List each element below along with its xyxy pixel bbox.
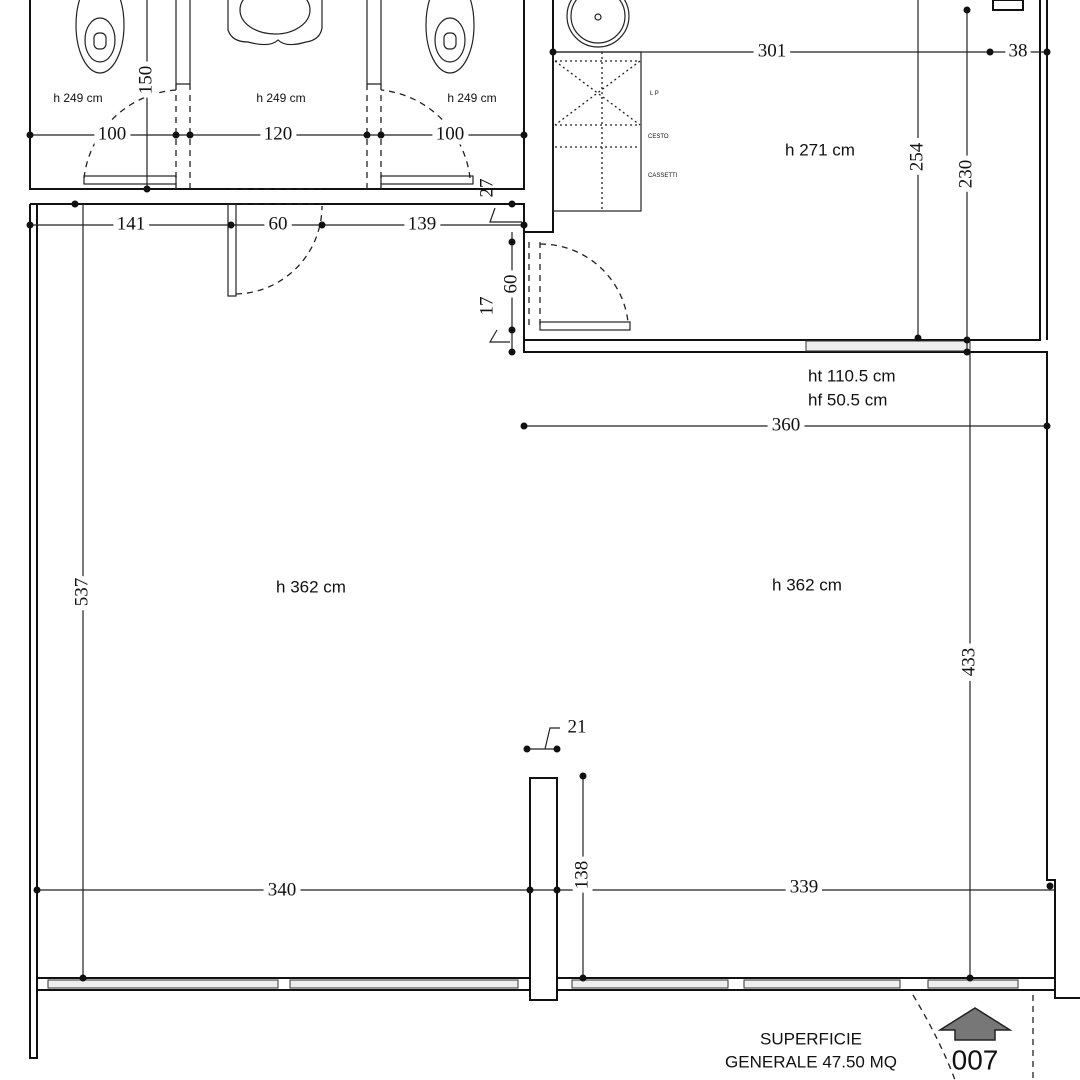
dim-120: 120 — [264, 123, 293, 144]
window-bottom-5 — [927, 979, 1019, 989]
dim-100-left: 100 — [98, 123, 127, 144]
label-cesto: CESTO — [648, 134, 669, 140]
dim-150: 150 — [135, 66, 156, 95]
window-ht: ht 110.5 cm — [808, 366, 896, 385]
bath-center-height: h 249 cm — [256, 91, 305, 105]
dim-339: 339 — [790, 876, 819, 897]
unit-number: 007 — [952, 1044, 999, 1075]
area-label-line1: SUPERFICIE — [760, 1029, 862, 1048]
dim-340: 340 — [268, 879, 297, 900]
room-labels: h 249 cm h 249 cm h 249 cm h 271 cm h 36… — [53, 91, 895, 596]
window-bottom-2 — [289, 979, 519, 989]
laundry-height: h 271 cm — [785, 140, 855, 159]
window-hf: hf 50.5 cm — [808, 390, 887, 409]
doors — [83, 84, 1034, 1080]
dimension-lines — [26, 0, 1055, 982]
dim-139: 139 — [408, 213, 437, 234]
dim-21: 21 — [568, 716, 587, 737]
area-label-line2: GENERALE 47.50 MQ — [725, 1052, 897, 1071]
dim-254: 254 — [906, 142, 927, 171]
laundry-cabinet — [552, 51, 642, 212]
dim-138: 138 — [571, 861, 592, 890]
main-left-height: h 362 cm — [276, 577, 346, 596]
dim-17: 17 — [476, 297, 497, 316]
dim-60-door: 60 — [269, 213, 288, 234]
dim-360: 360 — [772, 414, 801, 435]
entrance-arrow-icon — [937, 1007, 1013, 1041]
window-bottom-4 — [743, 979, 901, 989]
bath-left-height: h 249 cm — [53, 91, 102, 105]
toilet-right-icon — [425, 0, 475, 74]
label-cassetti: CASSETTI — [648, 173, 678, 179]
pillar — [529, 777, 558, 1001]
window-bottom-3 — [571, 979, 729, 989]
dim-433: 433 — [958, 648, 979, 677]
dim-27: 27 — [476, 179, 497, 198]
dim-38: 38 — [1009, 40, 1028, 61]
dimension-labels: 100 120 100 150 141 60 139 27 60 17 301 … — [66, 35, 1031, 905]
dim-141: 141 — [117, 213, 146, 234]
dim-301: 301 — [758, 40, 787, 61]
toilet-left-icon — [75, 0, 125, 74]
dim-60-side: 60 — [500, 275, 521, 294]
sink-icon — [227, 0, 323, 46]
label-lp: L P — [650, 91, 659, 97]
walls — [29, 0, 1080, 1059]
vent — [992, 0, 1024, 11]
washer-icon — [566, 0, 630, 48]
fixtures: L P CESTO CASSETTI — [75, 0, 1034, 1080]
window-bottom-1 — [47, 979, 279, 989]
main-right-height: h 362 cm — [772, 575, 842, 594]
dim-537: 537 — [71, 578, 92, 607]
window-top — [805, 340, 971, 352]
bath-right-height: h 249 cm — [447, 91, 496, 105]
plan-footer: SUPERFICIE GENERALE 47.50 MQ 007 — [725, 1007, 1013, 1075]
dim-230: 230 — [955, 160, 976, 189]
dim-100-right: 100 — [436, 123, 465, 144]
